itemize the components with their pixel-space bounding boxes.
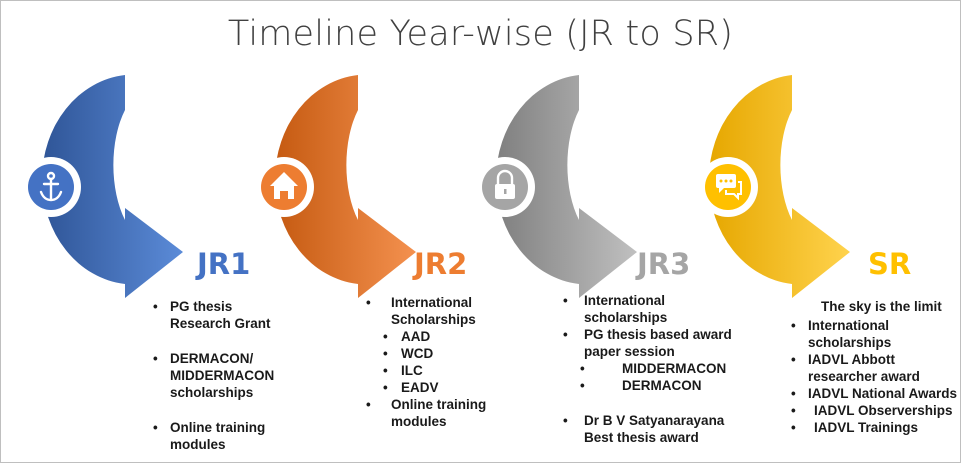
list-item: Online training modules [361, 396, 496, 430]
chat-icon [716, 174, 742, 201]
jr3-list: International scholarships PG thesis bas… [558, 292, 748, 446]
list-item: Dr B V Satyanarayana Best thesis award [558, 412, 748, 446]
list-item: PG thesis Research Grant [148, 298, 288, 332]
stage-jr3-arrow [475, 75, 637, 298]
list-item: IADVL Observerships [786, 402, 958, 419]
list-subitem: DERMACON [558, 377, 748, 394]
sr-heading: The sky is the limit [821, 299, 942, 314]
list-subitem: ILC [361, 362, 496, 379]
list-item: IADVL National Awards [786, 385, 958, 402]
jr1-list: PG thesis Research Grant DERMACON/ MIDDE… [148, 298, 288, 453]
stage-jr2-label: JR2 [414, 247, 468, 281]
stage-sr-label: SR [868, 247, 912, 281]
stage-sr-arrow [698, 75, 850, 298]
lock-icon [495, 169, 515, 199]
anchor-icon [39, 171, 63, 202]
stage-jr3-label: JR3 [637, 247, 691, 281]
jr2-list: International Scholarships AAD WCD ILC E… [361, 294, 496, 430]
list-item: Online training modules [148, 419, 288, 453]
slide-title: Timeline Year-wise (JR to SR) [227, 14, 734, 54]
list-item: PG thesis based award paper session [558, 326, 748, 360]
list-subitem: AAD [361, 328, 496, 345]
list-item: IADVL Trainings [786, 419, 958, 436]
stage-jr1-arrow [21, 75, 184, 298]
sr-list: The sky is the limit International schol… [786, 298, 958, 436]
list-item: International scholarships [786, 317, 958, 351]
list-item: International Scholarships [361, 294, 496, 328]
list-subitem: EADV [361, 379, 496, 396]
list-item: International scholarships [558, 292, 748, 326]
list-subitem: MIDDERMACON [558, 360, 748, 377]
home-icon [270, 172, 298, 199]
list-item: DERMACON/ MIDDERMACON scholarships [148, 350, 288, 401]
list-subitem: WCD [361, 345, 496, 362]
list-item: IADVL Abbott researcher award [786, 351, 958, 385]
stage-jr1-label: JR1 [197, 247, 251, 281]
stage-jr2-arrow [254, 75, 416, 298]
